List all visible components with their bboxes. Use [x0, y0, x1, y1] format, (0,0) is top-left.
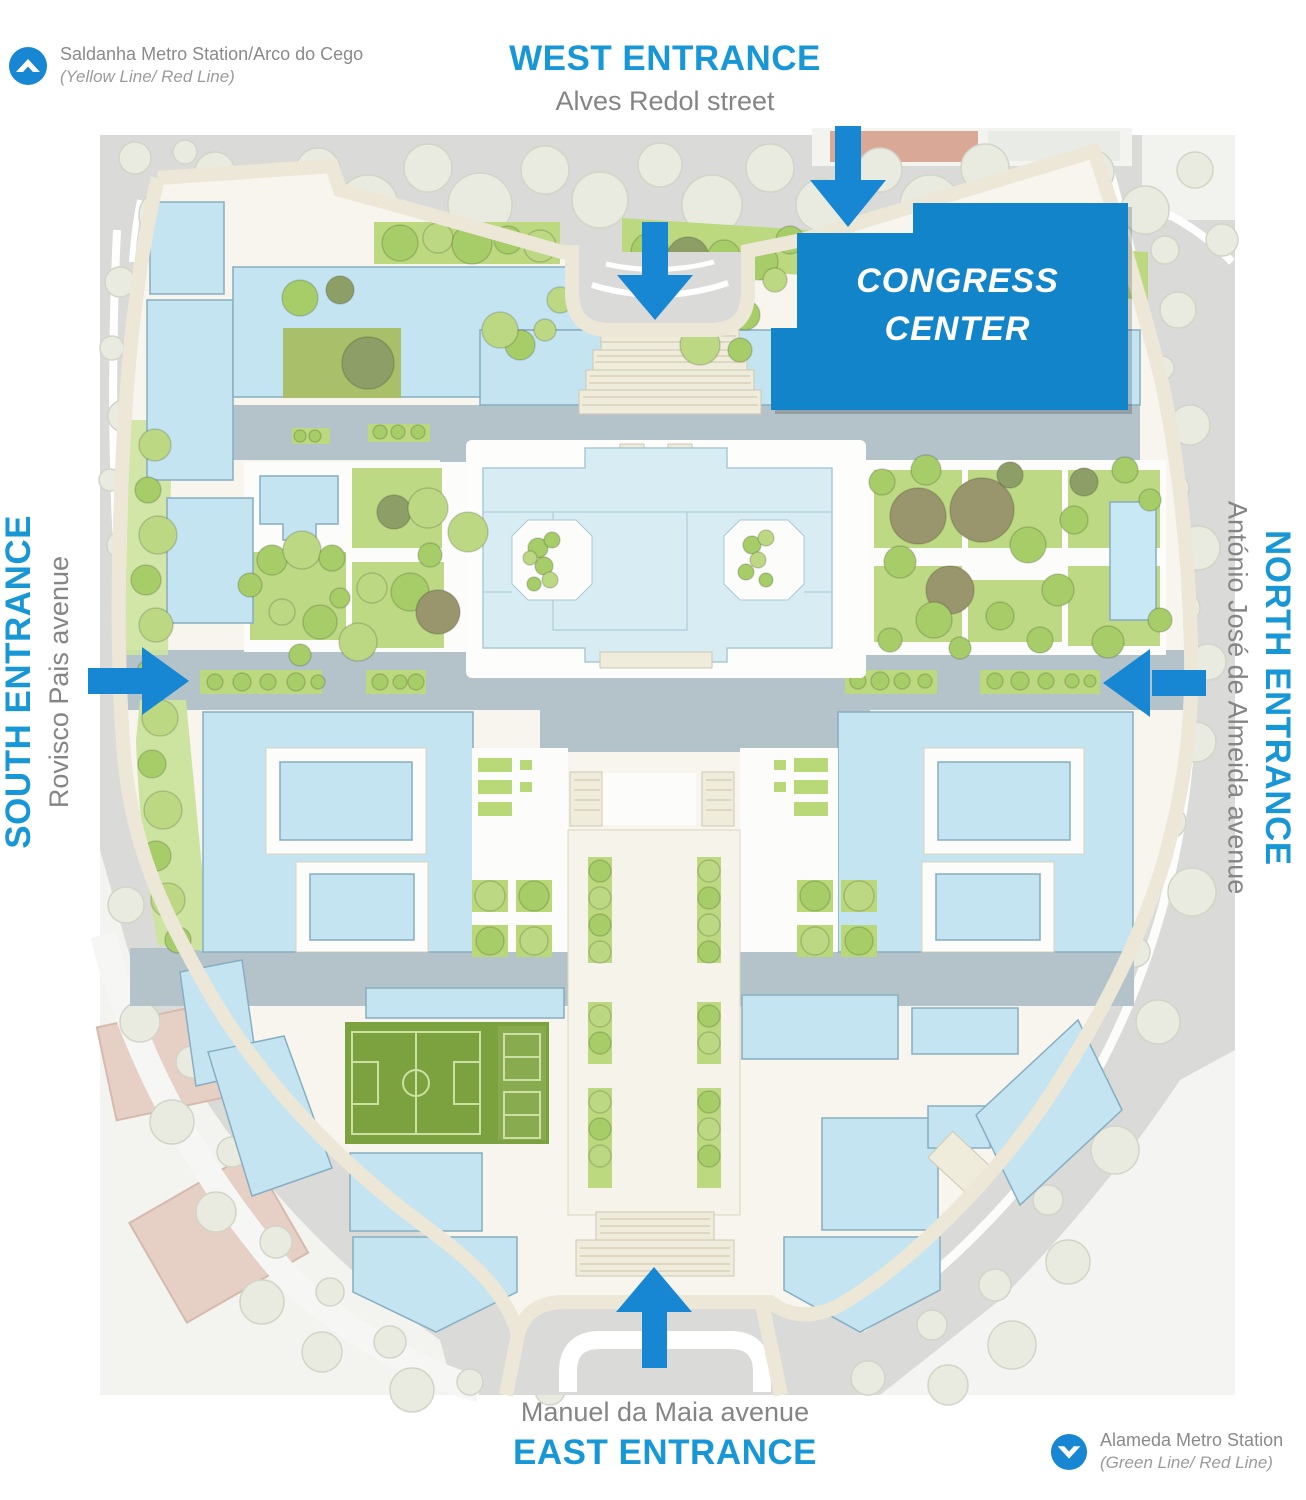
saldanha-station-lines: (Yellow Line/ Red Line) [60, 67, 235, 86]
building [741, 994, 899, 1060]
south-entrance-street: Rovisco Pais avenue [43, 555, 74, 809]
north-entrance-label: António José de Almeida avenue NORTH ENT… [1222, 468, 1298, 928]
congress-center-building [771, 203, 1132, 414]
trees-layer [130, 222, 1173, 956]
building [149, 201, 225, 295]
west-entrance-title: WEST ENTRANCE [509, 39, 821, 78]
building [975, 1018, 1123, 1207]
congress-center-label: CONGRESS CENTER [856, 262, 1059, 348]
central-building [466, 440, 866, 678]
courtyards [265, 747, 1085, 957]
east-entrance-label: Manuel da Maia avenue EAST ENTRANCE [400, 1397, 930, 1472]
metro-icon [9, 46, 47, 85]
east-entrance-title: EAST ENTRANCE [512, 1432, 818, 1472]
east-entrance-street: Manuel da Maia avenue [520, 1397, 810, 1427]
west-entrance-arrow-left [617, 222, 693, 320]
saldanha-station-name: Saldanha Metro Station/Arco do Cego [60, 44, 364, 64]
building [166, 497, 254, 624]
east-entrance-arrow [616, 1267, 692, 1368]
saldanha-metro-legend: Saldanha Metro Station/Arco do Cego (Yel… [8, 44, 363, 87]
building [365, 987, 565, 1019]
north-entrance-title: NORTH ENTRANCE [1258, 530, 1298, 866]
building [207, 1035, 333, 1197]
north-entrance-street: António José de Almeida avenue [1222, 501, 1253, 895]
west-entrance-label: WEST ENTRANCE Alves Redol street [400, 39, 930, 116]
building [821, 1117, 939, 1231]
alameda-metro-legend: Alameda Metro Station (Green Line/ Red L… [1050, 1430, 1283, 1473]
sports-courts [345, 1022, 549, 1144]
west-entrance-arrow-right [810, 126, 886, 227]
central-alley [567, 329, 995, 1277]
metro-icon [1050, 1433, 1088, 1470]
building [911, 1007, 1019, 1055]
south-entrance-arrow [88, 647, 189, 715]
south-entrance-label: SOUTH ENTRANCE Rovisco Pais avenue [0, 467, 74, 897]
north-entrance-arrow [1103, 649, 1206, 717]
pond [1109, 501, 1157, 621]
campus-boundary [119, 142, 1192, 1395]
west-entrance-street: Alves Redol street [555, 85, 775, 116]
alameda-station-name: Alameda Metro Station [1100, 1430, 1284, 1450]
alameda-station-lines: (Green Line/ Red Line) [1100, 1453, 1273, 1472]
south-entrance-title: SOUTH ENTRANCE [0, 515, 38, 849]
